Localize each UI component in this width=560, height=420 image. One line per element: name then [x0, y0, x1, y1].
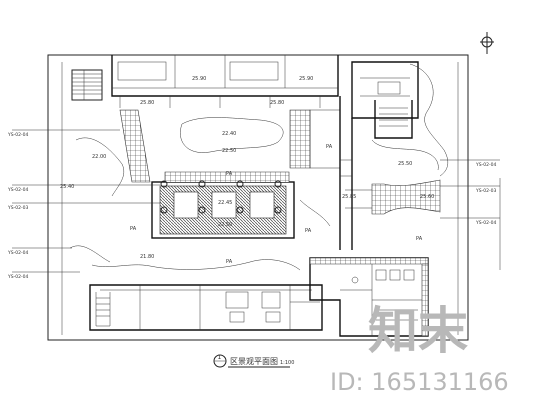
- detail-code: YS-02-04: [7, 274, 28, 280]
- bottom-building: [89, 284, 323, 331]
- caption-title: 区景观平面图: [230, 357, 278, 366]
- detail-code: YS-02-04: [7, 132, 28, 138]
- detail-code: YS-02-03: [475, 188, 496, 194]
- elev-label: 25.80: [140, 100, 154, 106]
- pa-label: PA: [326, 144, 333, 150]
- elev-label: 25.80: [270, 100, 284, 106]
- right-wedge-paving: [345, 179, 441, 215]
- right-corridor: [339, 96, 353, 250]
- pa-label: PA: [226, 259, 233, 265]
- elev-label: 25.40: [60, 184, 74, 190]
- pa-label: PA: [305, 228, 312, 234]
- elev-label: 22.50: [222, 148, 236, 154]
- caption-scale: 1:100: [280, 360, 294, 366]
- left-stairs: [71, 69, 103, 101]
- elev-label: 22.45: [218, 200, 232, 206]
- detail-codes: YS-02-04 YS-02-04 YS-02-03 YS-02-04 YS-0…: [7, 132, 496, 280]
- detail-code: YS-02-04: [475, 220, 496, 226]
- drawing-caption: 1 区景观平面图 1:100: [213, 354, 294, 368]
- pa-label: PA: [416, 236, 423, 242]
- elev-label: 25.50: [398, 161, 412, 167]
- elev-label: 25.90: [192, 76, 206, 82]
- elev-label: 22.50: [218, 222, 232, 228]
- elev-label: 21.80: [140, 254, 154, 260]
- bottom-right-building: [309, 257, 429, 337]
- pa-label: PA: [130, 226, 137, 232]
- top-right-tower: [351, 61, 419, 139]
- watermark-logo: 知末: [368, 302, 468, 360]
- caption-number: 1: [218, 354, 222, 361]
- elev-label: 22.00: [92, 154, 106, 160]
- watermark-id: ID: 165131166: [330, 368, 509, 396]
- pa-labels: PA PA PA PA PA PA: [130, 144, 423, 265]
- pa-label: PA: [226, 171, 233, 177]
- left-paving-strip: [119, 109, 151, 183]
- elev-label: 25.90: [299, 76, 313, 82]
- section-leaders: [12, 129, 501, 273]
- upper-paving-strip: [289, 109, 341, 169]
- central-plaza: [151, 171, 295, 239]
- elev-label: 25.85: [342, 194, 356, 200]
- elev-label: 25.60: [420, 194, 434, 200]
- detail-code: YS-02-04: [7, 187, 28, 193]
- north-arrow-icon: [480, 32, 494, 54]
- elev-label: 22.40: [222, 131, 236, 137]
- contour-lines: [69, 63, 449, 271]
- detail-code: YS-02-03: [7, 205, 28, 211]
- watermark: 知末 ID: 165131166: [330, 302, 509, 396]
- site-boundary: [47, 54, 469, 341]
- detail-code: YS-02-04: [475, 162, 496, 168]
- top-building: [111, 55, 339, 108]
- detail-code: YS-02-04: [7, 250, 28, 256]
- elevation-labels: 25.90 25.90 25.80 25.80 22.40 22.50 22.0…: [60, 76, 434, 260]
